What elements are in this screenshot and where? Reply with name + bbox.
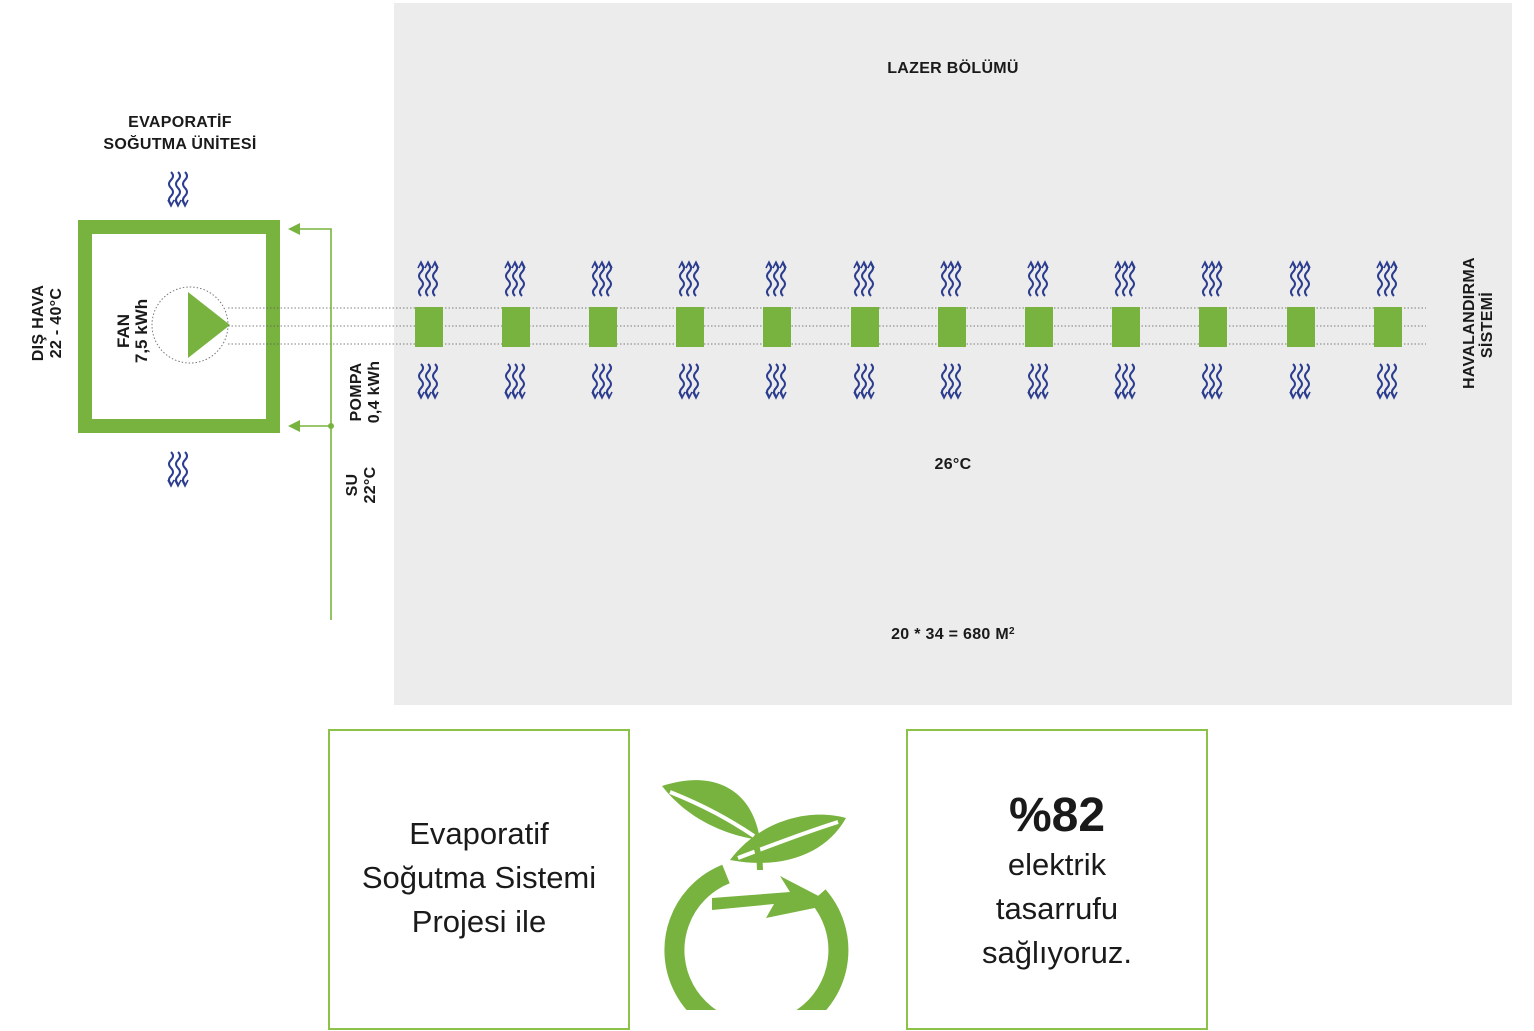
outside-air-line2: 22 - 40°C (48, 287, 65, 359)
airflow-up-icon (1202, 262, 1222, 296)
airflow-down-icon (941, 364, 961, 398)
diffuser (1199, 307, 1227, 347)
leaf-energy-icon (662, 780, 849, 1010)
diagram-graphics (151, 0, 1426, 620)
fan-label: FAN 7,5 kWh (114, 291, 151, 371)
outside-air-line1: DIŞ HAVA (30, 284, 47, 362)
diffuser (415, 307, 443, 347)
diffuser (1374, 307, 1402, 347)
airflow-down-icon (418, 364, 438, 398)
pump-line1: POMPA (348, 362, 365, 422)
diffuser (1287, 307, 1315, 347)
airflow-up-icon (505, 262, 525, 296)
room-area: 20 * 34 = 680 M2 (394, 626, 1512, 644)
ventilation-system-label: HAVALANDIRMA SİSTEMİ (1461, 257, 1497, 389)
airflow-down-icon (1115, 364, 1135, 398)
ventilation-line1: HAVALANDIRMA (1461, 257, 1478, 389)
airflow-up-icon (679, 262, 699, 296)
project-card-line1: Evaporatif (409, 816, 549, 851)
arrow-top-icon (288, 223, 300, 235)
savings-card-text: elektrik tasarrufu sağlıyoruz. (906, 843, 1208, 975)
unit-title: EVAPORATİF SOĞUTMA ÜNİTESİ (80, 112, 280, 156)
unit-title-line2: SOĞUTMA ÜNİTESİ (103, 136, 257, 153)
project-card-line3: Projesi ile (411, 904, 547, 939)
fan-triangle-icon (188, 292, 230, 358)
project-card-text: Evaporatif Soğutma Sistemi Projesi ile (328, 812, 630, 944)
unit-bottom-airflow-icon (168, 452, 188, 486)
diffuser (851, 307, 879, 347)
room-area-superscript: 2 (1009, 626, 1015, 637)
airflow-down-icon (854, 364, 874, 398)
savings-percent: %82 (1008, 789, 1106, 842)
diffuser-row (415, 307, 1402, 347)
airflow-up-icon (592, 262, 612, 296)
airflow-down-icon (1202, 364, 1222, 398)
water-label: SU 22°C (344, 445, 380, 525)
arrow-bottom-icon (288, 420, 300, 432)
unit-title-line1: EVAPORATİF (128, 114, 232, 131)
savings-line1: elektrik (1007, 847, 1107, 882)
fan-line2: 7,5 kWh (132, 298, 151, 364)
project-card (328, 729, 630, 1030)
room-title: LAZER BÖLÜMÜ (887, 60, 1019, 77)
airflow-up-icon (1290, 262, 1310, 296)
airflow-down-icon (679, 364, 699, 398)
water-line1: SU (344, 473, 361, 497)
airflow-up-icon (1028, 262, 1048, 296)
pump-line2: 0,4 kWh (366, 360, 383, 424)
airflow-up-icon (854, 262, 874, 296)
savings-line3: sağlıyoruz. (982, 935, 1132, 970)
water-return-pipe (296, 228, 332, 426)
diffuser (502, 307, 530, 347)
fan-line1: FAN (114, 314, 133, 348)
laser-section-room (394, 3, 1512, 705)
ventilation-line2: SİSTEMİ (1479, 291, 1496, 359)
airflow-down-icon (592, 364, 612, 398)
diffuser (589, 307, 617, 347)
diffuser (1025, 307, 1053, 347)
airflow-up-icon (1377, 262, 1397, 296)
airflow-up-icon (1115, 262, 1135, 296)
pump-node (328, 423, 334, 429)
savings-card (906, 729, 1208, 1030)
unit-top-airflow-icon (168, 172, 188, 206)
water-line2: 22°C (362, 466, 379, 504)
airflow-up-icon (941, 262, 961, 296)
diffuser (1112, 307, 1140, 347)
airflow-down-row (418, 364, 1397, 398)
room-area-value: 20 * 34 = 680 M (891, 626, 1010, 643)
airflow-down-icon (1028, 364, 1048, 398)
airflow-up-icon (766, 262, 786, 296)
airflow-down-icon (505, 364, 525, 398)
airflow-down-icon (1377, 364, 1397, 398)
project-card-line2: Soğutma Sistemi (361, 860, 597, 895)
water-supply-pipe (296, 425, 332, 620)
airflow-up-icon (418, 262, 438, 296)
airflow-up-row (418, 262, 1397, 296)
pump-label: POMPA 0,4 kWh (348, 344, 384, 440)
outside-air-label: DIŞ HAVA 22 - 40°C (30, 275, 66, 371)
room-temperature: 26°C (934, 456, 972, 473)
airflow-down-icon (1290, 364, 1310, 398)
airflow-down-icon (766, 364, 786, 398)
savings-line2: tasarrufu (995, 891, 1119, 926)
diffuser (676, 307, 704, 347)
diffuser (938, 307, 966, 347)
diffuser (763, 307, 791, 347)
